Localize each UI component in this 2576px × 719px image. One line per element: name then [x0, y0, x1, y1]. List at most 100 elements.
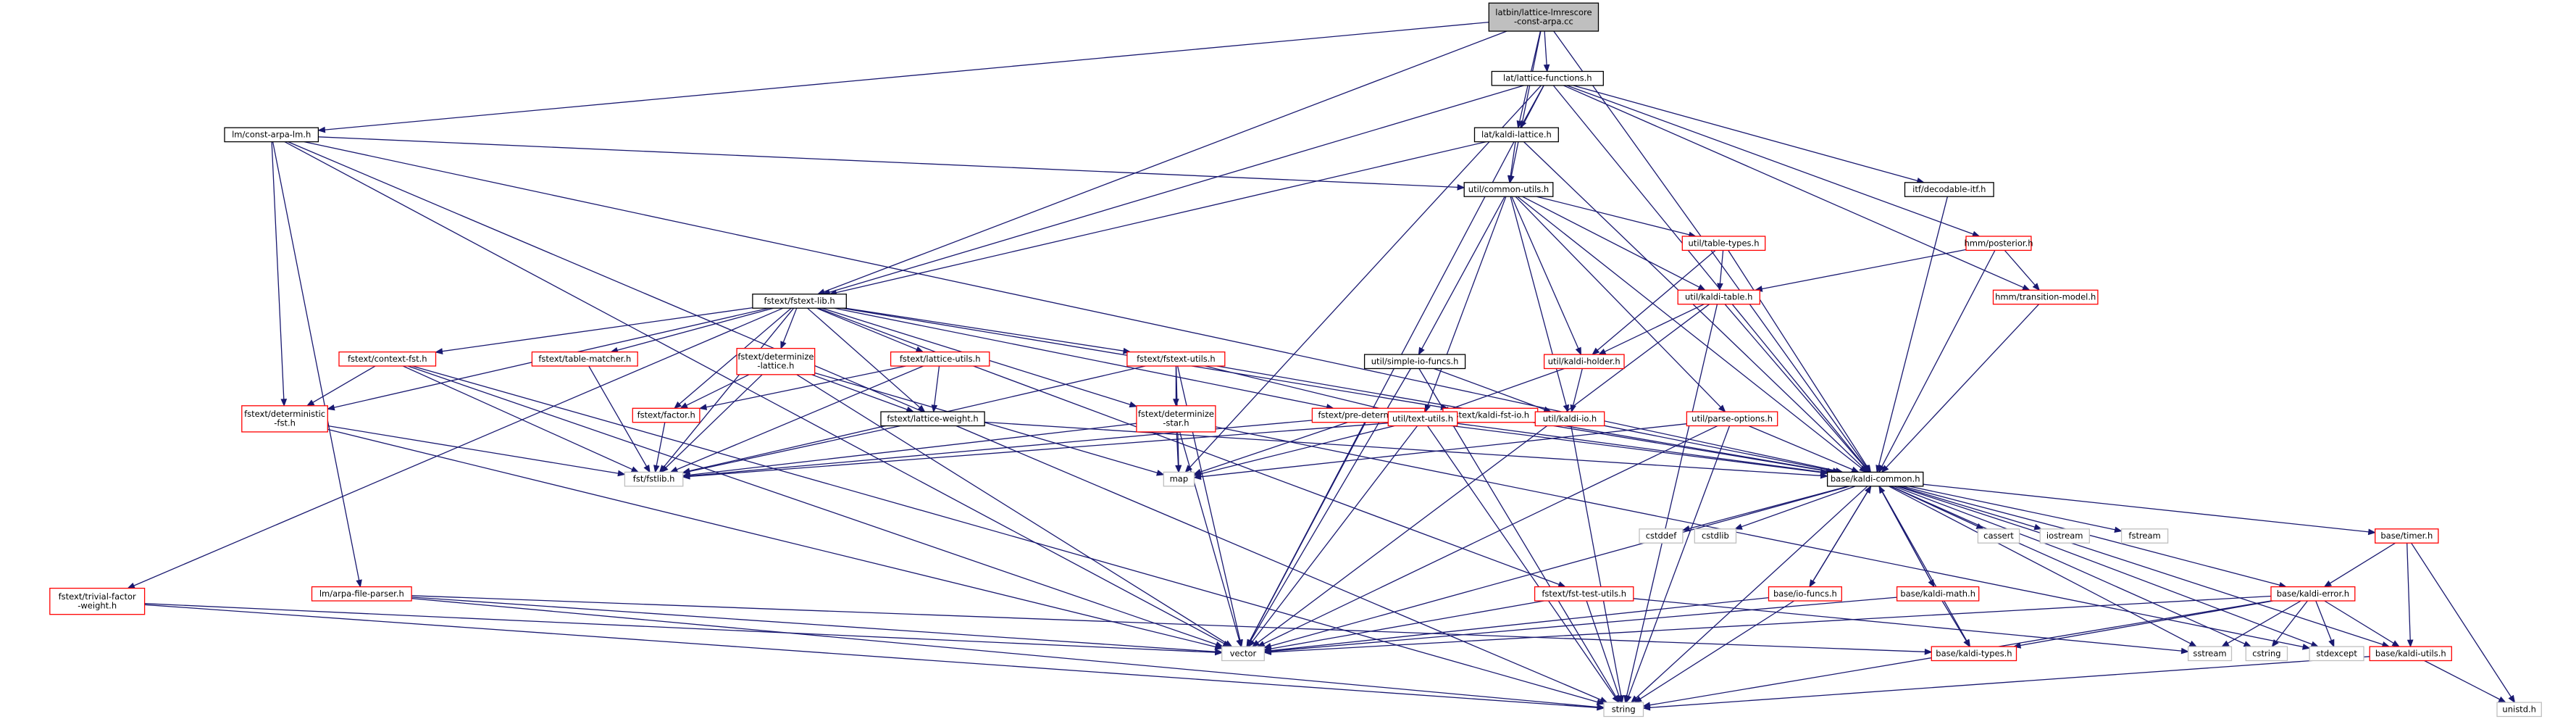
node-kaldifstio[interactable]: fstext/kaldi-fst-io.h [1442, 407, 1539, 423]
node-textutils[interactable]: util/text-utils.h [1387, 411, 1458, 427]
node-box [1686, 411, 1778, 427]
node-label-line: util/kaldi-io.h [1543, 413, 1597, 423]
node-label-line: fstext/fstext-lib.h [764, 296, 835, 306]
include-edge-constarpa-to-vector [284, 141, 1231, 647]
include-edge-timer-to-kaldiutils [2406, 543, 2414, 648]
include-edge-latticeutils-to-factor [698, 365, 906, 410]
node-box [736, 348, 816, 375]
include-edge-fstextlib-to-latticeweight [807, 307, 926, 412]
node-tablematcher[interactable]: fstext/table-matcher.h [531, 351, 638, 367]
node-label-line: vector [1230, 648, 1257, 658]
node-box [1768, 586, 1842, 602]
node-box [1977, 528, 2020, 544]
include-edge-commonutils-to-textutils [1424, 196, 1507, 413]
node-kaldilattice[interactable]: lat/kaldi-lattice.h [1473, 127, 1559, 143]
include-edge-trivialfactor-to-string [144, 604, 1605, 711]
node-kalditypes[interactable]: base/kaldi-types.h [1931, 646, 2017, 662]
include-edge-timer-to-kaldierror [2323, 542, 2396, 588]
node-posterior[interactable]: hmm/posterior.h [1964, 236, 2033, 252]
node-decodableitf[interactable]: itf/decodable-itf.h [1904, 182, 1994, 197]
node-label-line: fstext/determinize [1138, 409, 1214, 419]
include-edge-textutils-to-string [1427, 425, 1620, 704]
node-label-line: fstext/determinize [737, 352, 814, 362]
node-sstream: sstream [2187, 646, 2233, 662]
node-kaldicommon[interactable]: base/kaldi-common.h [1826, 471, 1924, 487]
include-edge-textutils-to-vector [1247, 425, 1418, 648]
node-commonutils[interactable]: util/common-utils.h [1463, 182, 1554, 197]
include-edge-kaldierror-to-vector [1263, 595, 2272, 656]
node-kaldiutils[interactable]: base/kaldi-utils.h [2369, 646, 2452, 662]
include-edge-fstextlib-to-determinizelattice [780, 307, 798, 349]
node-label-line: map [1170, 474, 1189, 484]
node-label-line: stdexcept [2316, 648, 2357, 658]
node-label-line: hmm/posterior.h [1964, 238, 2033, 248]
include-edge-kaldierror-to-sstream [2221, 600, 2301, 647]
include-edge-deterministicfst-to-vector [327, 428, 1224, 650]
node-kaldiholder[interactable]: util/kaldi-holder.h [1543, 354, 1625, 370]
node-constarpa[interactable]: lm/const-arpa-lm.h [224, 127, 319, 143]
node-box [224, 127, 319, 143]
include-edge-trivialfactor-to-vector [144, 603, 1224, 656]
node-contextfst[interactable]: fstext/context-fst.h [338, 351, 437, 367]
node-box [890, 351, 990, 367]
node-simpleio[interactable]: util/simple-io-funcs.h [1363, 354, 1466, 370]
include-edge-contextfst-to-string [411, 365, 1605, 705]
include-edge-arpafileparser-to-kalditypes [411, 595, 1933, 655]
include-edge-deterministicfst-to-fstlib [327, 425, 626, 477]
node-latticeweight[interactable]: fstext/lattice-weight.h [880, 411, 985, 427]
node-label-line: itf/decodable-itf.h [1912, 184, 1986, 194]
include-edge-kaldicommon-to-kaldiutils [1897, 486, 2391, 648]
node-factor[interactable]: fstext/factor.h [632, 407, 701, 423]
node-fstextutils[interactable]: fstext/fstext-utils.h [1126, 351, 1226, 367]
node-vector: vector [1221, 646, 1265, 662]
node-label-line: unistd.h [2502, 704, 2536, 714]
include-edge-root-to-latfun [1543, 30, 1550, 72]
include-edge-posterior-to-kaldicommon [1878, 250, 1996, 473]
include-edge-tablematcher-to-fstlib [588, 365, 651, 473]
include-edge-kaldierror-to-cstring [2271, 600, 2308, 648]
node-kaldiio[interactable]: util/kaldi-io.h [1534, 411, 1605, 427]
node-parseoptions[interactable]: util/parse-options.h [1686, 411, 1778, 427]
node-box [1603, 702, 1644, 718]
node-transmodel[interactable]: hmm/transition-model.h [1992, 289, 2099, 305]
include-edge-latfun-to-decodableitf [1573, 85, 1925, 184]
node-box [2309, 646, 2364, 662]
node-label-line: fstext/lattice-utils.h [900, 354, 981, 364]
node-kaldimath[interactable]: base/kaldi-math.h [1896, 586, 1980, 602]
node-cstdlib: cstdlib [1694, 528, 1737, 544]
node-determinizestar[interactable]: fstext/determinize-star.h [1136, 405, 1216, 433]
include-edge-kaldierror-to-stdexcept [2315, 600, 2335, 648]
node-iofuncs[interactable]: base/io-funcs.h [1768, 586, 1842, 602]
node-fsttestutils[interactable]: fstext/fst-test-utils.h [1534, 586, 1634, 602]
node-box [880, 411, 985, 427]
node-arpafileparser[interactable]: lm/arpa-file-parser.h [311, 586, 412, 602]
include-edge-kalditable-to-kaldiholder [1597, 304, 1705, 355]
node-latfun[interactable]: lat/lattice-functions.h [1491, 70, 1604, 86]
include-edge-determinizestar-to-stdexcept [1215, 426, 2311, 650]
node-box [2496, 702, 2542, 718]
node-label-line: lm/const-arpa-lm.h [232, 129, 311, 139]
node-determinizelattice[interactable]: fstext/determinize-lattice.h [736, 348, 816, 375]
node-kaldierror[interactable]: base/kaldi-error.h [2270, 586, 2356, 602]
node-label-line: cstddef [1646, 531, 1677, 541]
node-label-line: fstream [2128, 531, 2160, 541]
node-box [624, 471, 684, 487]
include-edge-predeterminize-to-kaldicommon [1424, 422, 1828, 475]
node-trivialfactor[interactable]: fstext/trivial-factor-weight.h [49, 587, 146, 615]
node-latticeutils[interactable]: fstext/lattice-utils.h [890, 351, 990, 367]
node-kalditable[interactable]: util/kaldi-table.h [1677, 289, 1760, 305]
include-edge-kaldicommon-to-kaldierror [1902, 486, 2288, 589]
include-edge-kalditable-to-vector [1251, 304, 1710, 647]
node-timer[interactable]: base/timer.h [2375, 528, 2439, 544]
include-edge-latfun-to-fstextlib [821, 85, 1524, 296]
node-label-line: fstext/trivial-factor [59, 591, 136, 602]
node-label-line: -weight.h [78, 600, 117, 610]
node-fstextlib[interactable]: fstext/fstext-lib.h [752, 294, 847, 309]
node-box [2120, 528, 2169, 544]
node-deterministicfst[interactable]: fstext/deterministic-fst.h [241, 405, 328, 433]
node-root: latbin/lattice-lmrescore-const-arpa.cc [1488, 2, 1599, 32]
node-tabletypes[interactable]: util/table-types.h [1681, 236, 1766, 252]
node-label-line: sstream [2193, 648, 2226, 658]
node-label-line: base/kaldi-error.h [2277, 589, 2349, 599]
node-label-line: util/simple-io-funcs.h [1371, 356, 1459, 366]
